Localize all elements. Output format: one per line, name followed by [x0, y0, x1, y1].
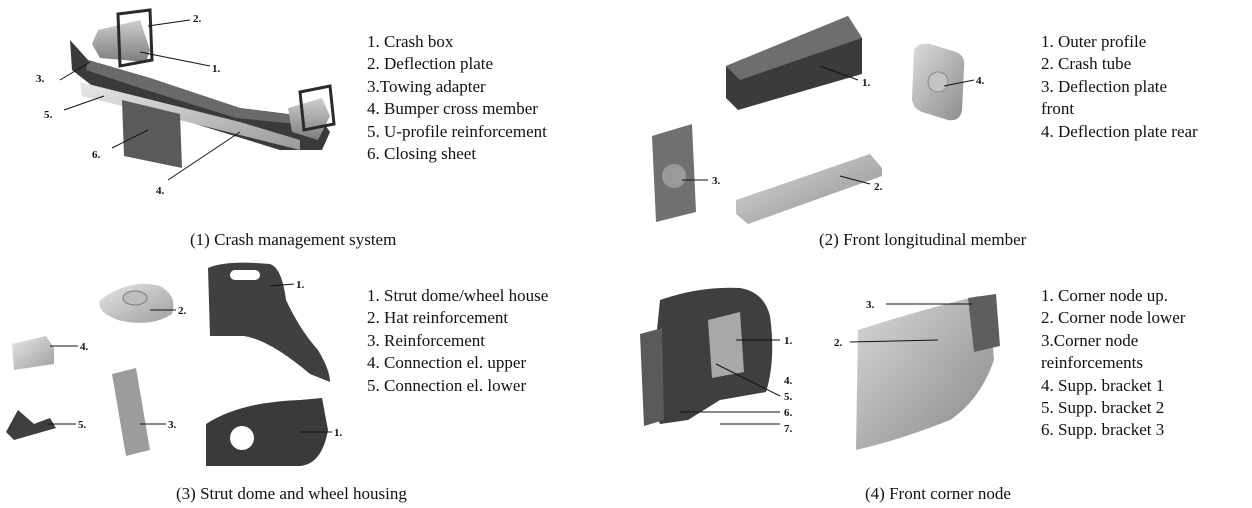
- deflection-plate-shape: [116, 8, 154, 68]
- callout-3: 3.: [712, 175, 721, 187]
- callout-2: 1.: [212, 63, 221, 75]
- callout-3: 3.: [168, 419, 177, 431]
- callout-6: 4.: [156, 185, 165, 197]
- caption-panel-3: (3) Strut dome and wheel housing: [176, 484, 407, 503]
- legend-item: 4. Supp. bracket 1: [1041, 375, 1165, 395]
- connection-upper-shape: [12, 336, 54, 370]
- legend-item: 4. Connection el. upper: [367, 353, 527, 373]
- closing-sheet-shape: [122, 100, 182, 168]
- legend-item: 6. Supp. bracket 3: [1041, 420, 1165, 440]
- callout-4: 5.: [44, 109, 53, 121]
- callout-4: 4.: [976, 75, 985, 87]
- connection-lower-shape: [6, 410, 56, 440]
- callout-2: 2.: [178, 305, 187, 317]
- callout-2: 2.: [834, 337, 843, 349]
- callout-1: 2.: [193, 13, 202, 25]
- legend-item: 4. Bumper cross member: [367, 99, 538, 119]
- reinforcement-shape: [112, 368, 150, 456]
- callout-5: 5.: [78, 419, 87, 431]
- legend-item: 1. Outer profile: [1041, 32, 1147, 51]
- callout-7: 7.: [784, 423, 793, 435]
- callout-1: 1.: [784, 335, 793, 347]
- crash-tube-shape: [736, 154, 882, 224]
- legend-item: 2. Corner node lower: [1041, 308, 1186, 328]
- callout-5: 6.: [92, 149, 101, 161]
- callout-5: 5.: [784, 391, 793, 403]
- strut-dome-shape: [208, 262, 330, 382]
- caption-panel-2: (2) Front longitudinal member: [819, 230, 1027, 249]
- callout-4: 4.: [784, 375, 793, 387]
- callout-1-bottom: 1.: [334, 427, 343, 439]
- corner-node-lower-shape: [856, 296, 994, 450]
- callout-4: 4.: [80, 341, 89, 353]
- legend-item: 5. Supp. bracket 2: [1041, 398, 1165, 418]
- legend-item: front: [1041, 99, 1075, 119]
- legend-item: 1. Strut dome/wheel house: [367, 286, 549, 305]
- legend-item: 5. Connection el. lower: [367, 375, 527, 395]
- crash-box-shape: [92, 20, 150, 62]
- legend-item: 2. Hat reinforcement: [367, 308, 509, 328]
- callout-3: 3.: [866, 299, 875, 311]
- callout-3: 3.: [36, 73, 45, 85]
- legend-item: 3.Towing adapter: [367, 76, 486, 96]
- legend-item: 1. Crash box: [367, 32, 454, 51]
- legend-longitudinal-member: 1. Outer profile 2. Crash tube 3. Deflec…: [1041, 31, 1198, 143]
- u-profile-reinforcement-shape: [80, 82, 300, 150]
- legend-strut-dome: 1. Strut dome/wheel house 2. Hat reinfor…: [367, 285, 548, 397]
- legend-item: 3.Corner node: [1041, 330, 1139, 350]
- callout-1: 1.: [862, 77, 871, 89]
- legend-item: 1. Corner node up.: [1041, 286, 1169, 305]
- legend-item: 4. Deflection plate rear: [1041, 121, 1198, 141]
- caption-panel-1: (1) Crash management system: [190, 230, 397, 249]
- legend-item: 5. U-profile reinforcement: [367, 121, 547, 141]
- legend-corner-node: 1. Corner node up. 2. Corner node lower …: [1041, 285, 1185, 442]
- legend-crash-management: 1. Crash box 2. Deflection plate 3.Towin…: [367, 31, 547, 165]
- legend-item: 2. Crash tube: [1041, 54, 1132, 74]
- caption-panel-4: (4) Front corner node: [865, 484, 1011, 503]
- legend-item: 3. Deflection plate: [1041, 76, 1168, 96]
- callout-6: 6.: [784, 407, 793, 419]
- legend-item: 3. Reinforcement: [367, 330, 486, 350]
- callout-1-top: 1.: [296, 279, 305, 291]
- wheel-house-shape: [206, 398, 328, 466]
- legend-item: reinforcements: [1041, 353, 1143, 373]
- legend-item: 6. Closing sheet: [367, 144, 477, 164]
- legend-item: 2. Deflection plate: [367, 54, 494, 74]
- callout-2: 2.: [874, 181, 883, 193]
